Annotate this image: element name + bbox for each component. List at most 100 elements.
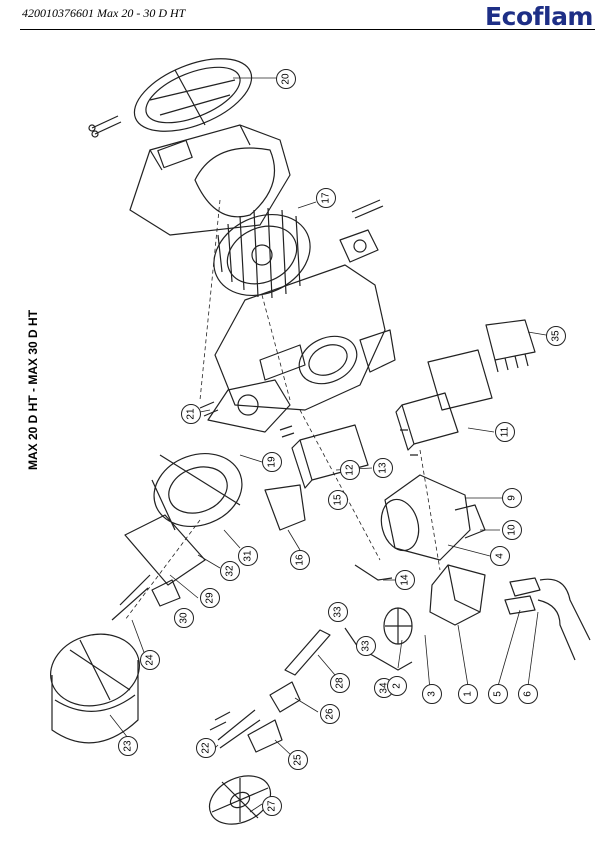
callout-number: 28 bbox=[335, 677, 346, 689]
callout-23: 23 bbox=[118, 736, 138, 756]
document-code: 420010376601 Max 20 - 30 D HT bbox=[22, 6, 186, 20]
filter bbox=[383, 607, 413, 645]
callout-circle bbox=[316, 188, 336, 208]
callout-circle bbox=[140, 650, 160, 670]
flexible-hoses bbox=[504, 577, 591, 661]
screw-pair bbox=[91, 115, 122, 135]
callout-31: 31 bbox=[238, 546, 258, 566]
callout-3: 3 bbox=[422, 684, 442, 704]
callout-32: 32 bbox=[220, 561, 240, 581]
photocell-bracket bbox=[264, 484, 306, 531]
callout-number: 26 bbox=[325, 708, 336, 720]
ignition-transformer bbox=[279, 424, 369, 489]
callout-number: 23 bbox=[123, 740, 134, 752]
callout-circle bbox=[458, 684, 478, 704]
callout-4: 4 bbox=[490, 546, 510, 566]
callout-number: 25 bbox=[293, 754, 304, 766]
callout-10: 10 bbox=[502, 520, 522, 540]
callout-12: 12 bbox=[340, 460, 360, 480]
callout-27: 27 bbox=[262, 796, 282, 816]
callout-circle bbox=[373, 458, 393, 478]
callout-22: 22 bbox=[196, 738, 216, 758]
callout-5: 5 bbox=[488, 684, 508, 704]
callout-number: 20 bbox=[281, 73, 292, 85]
air-box-housing bbox=[129, 124, 291, 236]
oil-pump bbox=[429, 564, 486, 626]
callout-number: 27 bbox=[267, 800, 278, 812]
callout-number: 14 bbox=[400, 574, 411, 586]
ecoflam-logo: Ecoflam bbox=[485, 2, 593, 31]
callout-circle bbox=[118, 736, 138, 756]
callout-number: 29 bbox=[205, 592, 216, 604]
callout-circle bbox=[490, 546, 510, 566]
callout-25: 25 bbox=[288, 750, 308, 770]
callout-30: 30 bbox=[174, 608, 194, 628]
header-rule bbox=[20, 29, 595, 30]
callout-33: 33 bbox=[328, 602, 348, 622]
callout-number: 34 bbox=[379, 682, 390, 694]
callout-number: 10 bbox=[507, 524, 518, 536]
callout-35: 35 bbox=[546, 326, 566, 346]
callout-circle bbox=[422, 684, 442, 704]
callout-circle bbox=[262, 796, 282, 816]
nozzle-holder bbox=[111, 574, 151, 621]
callout-number: 1 bbox=[463, 691, 474, 697]
callout-circle bbox=[220, 561, 240, 581]
callout-number: 32 bbox=[225, 565, 236, 577]
callout-circle bbox=[356, 636, 376, 656]
combustion-head-flange bbox=[151, 453, 243, 531]
callout-circle bbox=[196, 738, 216, 758]
callout-circle bbox=[181, 404, 201, 424]
callout-16: 16 bbox=[290, 550, 310, 570]
electrode-cable bbox=[354, 564, 393, 581]
callout-11: 11 bbox=[495, 422, 515, 442]
drive-shaft bbox=[284, 629, 331, 676]
callout-20: 20 bbox=[276, 69, 296, 89]
callout-13: 13 bbox=[373, 458, 393, 478]
callout-number: 33 bbox=[333, 606, 344, 618]
callout-19: 19 bbox=[262, 452, 282, 472]
combustion-head-body bbox=[49, 633, 141, 744]
electrode-assembly bbox=[209, 709, 283, 753]
callout-number: 3 bbox=[427, 691, 438, 697]
callout-circle bbox=[276, 69, 296, 89]
callout-17: 17 bbox=[316, 188, 336, 208]
control-box bbox=[395, 349, 493, 456]
callout-21: 21 bbox=[181, 404, 201, 424]
callout-circle bbox=[330, 673, 350, 693]
callout-number: 6 bbox=[523, 691, 534, 697]
mounting-flange bbox=[199, 379, 291, 433]
callout-number: 31 bbox=[243, 550, 254, 562]
callout-6: 6 bbox=[518, 684, 538, 704]
callout-circle bbox=[238, 546, 258, 566]
callout-number: 16 bbox=[295, 554, 306, 566]
callout-2: 2 bbox=[387, 676, 407, 696]
callout-9: 9 bbox=[502, 488, 522, 508]
callout-number: 21 bbox=[186, 408, 197, 420]
callout-number: 2 bbox=[392, 683, 403, 689]
callout-circle bbox=[174, 608, 194, 628]
callout-28: 28 bbox=[330, 673, 350, 693]
callout-number: 15 bbox=[333, 494, 344, 506]
motor bbox=[380, 474, 486, 561]
blast-tube bbox=[124, 514, 206, 607]
callout-circle bbox=[328, 490, 348, 510]
callout-number: 13 bbox=[378, 462, 389, 474]
burner-housing bbox=[214, 264, 396, 411]
callout-number: 30 bbox=[179, 612, 190, 624]
callout-circle bbox=[328, 602, 348, 622]
callout-number: 17 bbox=[321, 192, 332, 204]
callout-circle bbox=[320, 704, 340, 724]
callout-circle bbox=[200, 588, 220, 608]
plug-connector bbox=[485, 319, 536, 373]
callout-26: 26 bbox=[320, 704, 340, 724]
callout-number: 35 bbox=[551, 330, 562, 342]
callout-33: 33 bbox=[356, 636, 376, 656]
callout-circle bbox=[288, 750, 308, 770]
fan-wheel bbox=[213, 207, 311, 299]
callout-number: 22 bbox=[201, 742, 212, 754]
callout-circle bbox=[387, 676, 407, 696]
callout-number: 12 bbox=[345, 464, 356, 476]
callout-number: 5 bbox=[493, 691, 504, 697]
